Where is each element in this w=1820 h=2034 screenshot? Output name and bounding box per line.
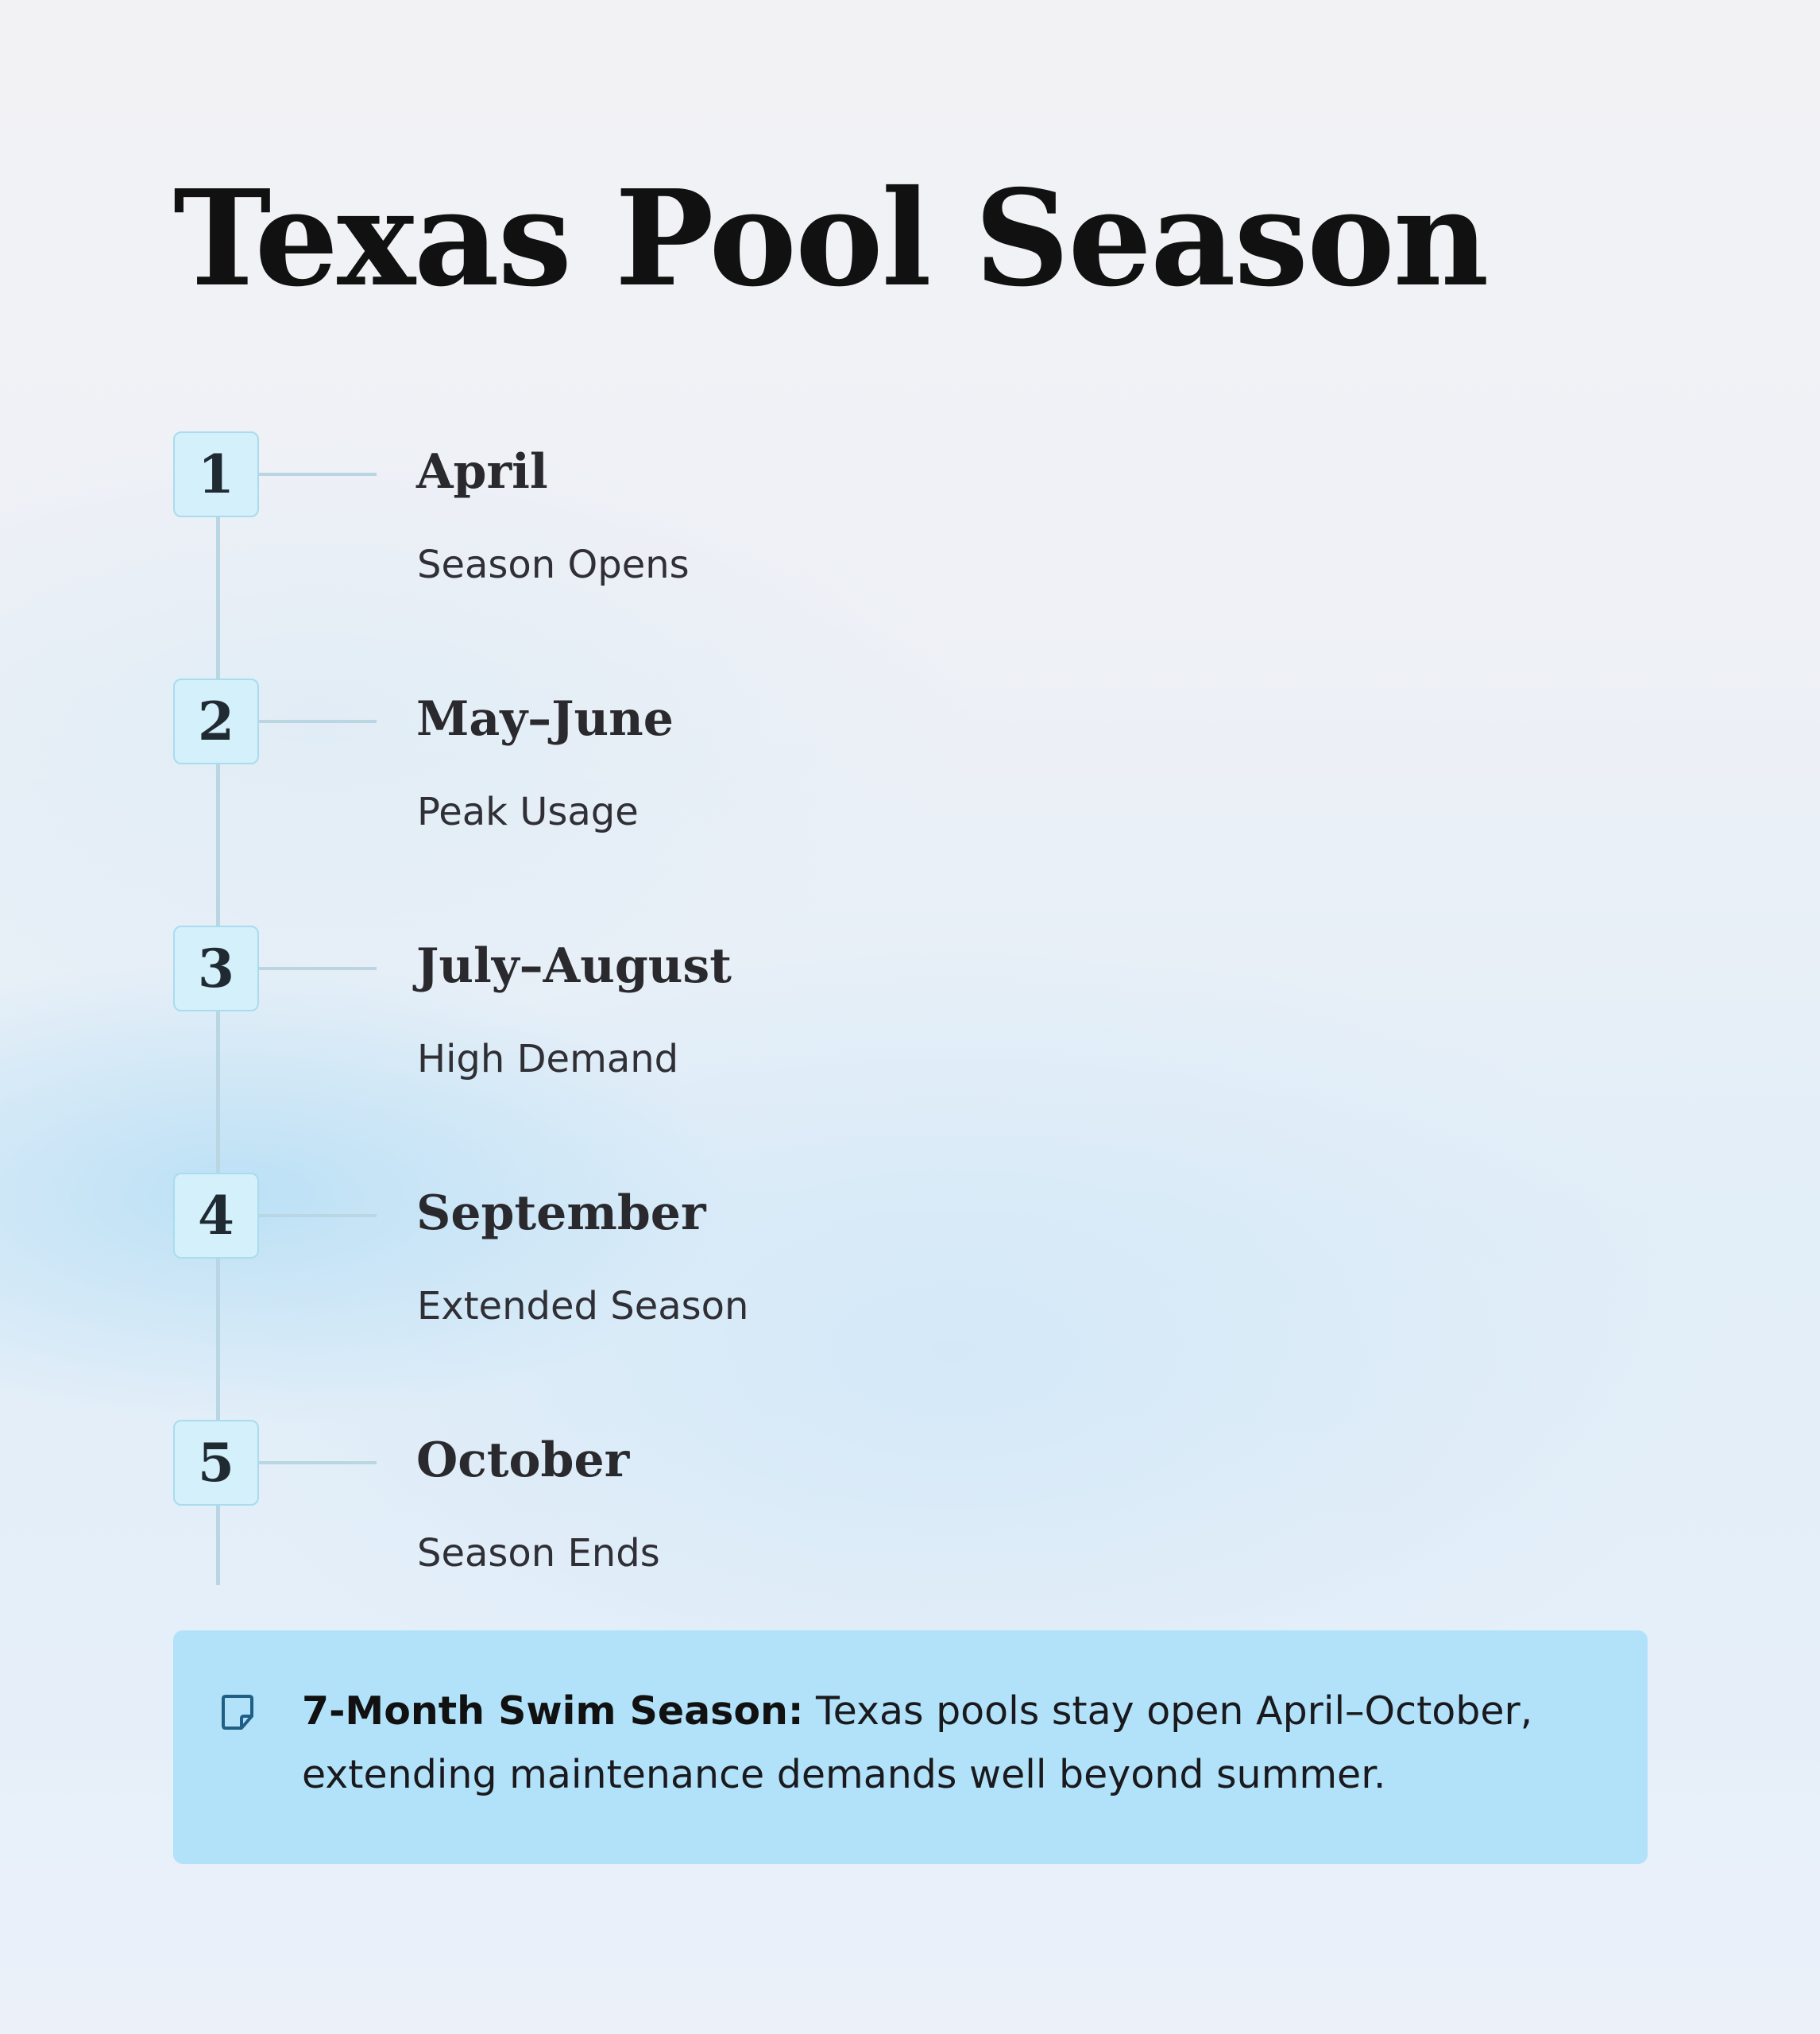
timeline-step: 1 April Season Opens xyxy=(173,431,1603,630)
callout-text: 7-Month Swim Season: Texas pools stay op… xyxy=(302,1680,1573,1807)
callout-label: 7-Month Swim Season: xyxy=(302,1688,804,1734)
step-connector xyxy=(259,1461,377,1464)
step-title: July–August xyxy=(416,938,732,994)
step-number-badge: 3 xyxy=(173,926,259,1011)
season-callout: 7-Month Swim Season: Texas pools stay op… xyxy=(173,1630,1648,1864)
step-title: April xyxy=(416,444,548,500)
step-title: October xyxy=(416,1433,630,1488)
step-connector xyxy=(259,473,377,476)
timeline-step: 3 July–August High Demand xyxy=(173,926,1603,1124)
timeline-rail-segment xyxy=(216,1011,220,1173)
step-title: May–June xyxy=(416,691,674,747)
callout-body: Texas pools stay open April–October, ext… xyxy=(302,1688,1533,1797)
note-icon xyxy=(222,1695,253,1730)
step-connector xyxy=(259,1214,377,1217)
step-subtitle: High Demand xyxy=(417,1037,679,1081)
step-subtitle: Peak Usage xyxy=(417,790,639,834)
step-subtitle: Season Opens xyxy=(417,543,690,587)
step-number-badge: 4 xyxy=(173,1173,259,1259)
timeline-rail-segment xyxy=(216,1259,220,1420)
step-number-badge: 2 xyxy=(173,679,259,764)
timeline-step: 5 October Season Ends xyxy=(173,1420,1603,1618)
timeline-step: 2 May–June Peak Usage xyxy=(173,679,1603,877)
step-title: September xyxy=(416,1185,706,1241)
timeline-rail-segment xyxy=(216,517,220,679)
timeline-rail-segment xyxy=(216,764,220,926)
step-subtitle: Season Ends xyxy=(417,1531,660,1576)
timeline-rail-segment xyxy=(216,1506,220,1585)
step-connector xyxy=(259,720,377,723)
page-title: Texas Pool Season xyxy=(173,161,1489,316)
step-number-badge: 5 xyxy=(173,1420,259,1506)
timeline-step: 4 September Extended Season xyxy=(173,1173,1603,1371)
step-number-badge: 1 xyxy=(173,431,259,517)
step-subtitle: Extended Season xyxy=(417,1284,749,1328)
step-connector xyxy=(259,967,377,970)
